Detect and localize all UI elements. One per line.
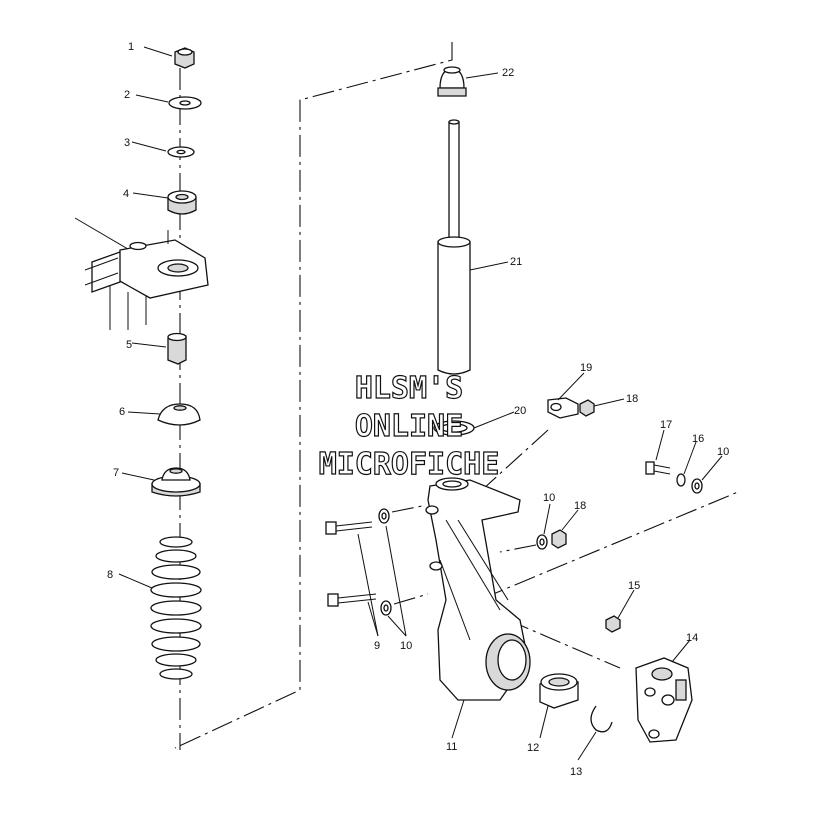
watermark: HLSM'S ONLINE MICROFICHE [318,370,500,482]
nut-part-1 [174,47,195,69]
callout-22: 22 [502,67,514,79]
callout-7: 7 [113,467,119,479]
upper-mount-bracket [74,217,209,330]
lockwasher-part-16 [676,473,686,487]
callout-6: 6 [119,406,125,418]
callout-4: 4 [123,188,129,200]
watermark-line-1: HLSM'S [355,371,463,406]
assembly-line-hub [507,619,621,669]
callout-10-right: 10 [717,446,729,458]
nut-part-18-upper [579,399,595,417]
spring-seat-part-7 [151,467,201,497]
assembly-line-clamp [481,429,549,491]
callout-5: 5 [126,339,132,351]
callout-16: 16 [692,433,704,445]
washer-part-10-right [536,534,548,550]
callout-10-left: 10 [400,640,412,652]
nut-part-18-lower [551,529,567,549]
assembly-line-brake [449,491,739,613]
washer-part-10-lower [380,600,392,616]
washer-part-3 [167,146,195,158]
leader-lines [118,46,723,761]
callout-18-lower: 18 [574,500,586,512]
watermark-line-2: ONLINE [355,409,463,444]
callout-18-upper: 18 [626,393,638,405]
callout-21: 21 [510,256,522,268]
callout-3: 3 [124,137,130,149]
callout-11: 11 [446,741,457,753]
watermark-line-3: MICROFICHE [319,447,500,482]
callout-9: 9 [374,640,380,652]
callout-2: 2 [124,89,130,101]
circlip-part-13 [590,705,613,733]
callout-12: 12 [527,742,539,754]
clamp-part-19 [547,397,579,419]
bolt-part-9-upper [325,521,373,535]
nut-part-5 [167,332,187,365]
bushing-part-4 [167,190,197,215]
callout-13: 13 [570,766,582,778]
dome-cup-part-6 [157,403,201,426]
callout-8: 8 [107,569,113,581]
callout-17: 17 [660,419,672,431]
bolt-part-17 [645,461,671,475]
coil-spring-part-8 [150,536,202,680]
steering-knuckle-part-11 [425,477,531,701]
washer-part-10-far-right [691,478,703,494]
callout-10-middle: 10 [543,492,555,504]
assembly-line-right-nut [499,544,537,553]
ring-part-20 [433,420,475,436]
shock-absorber-part-21 [437,119,471,375]
washer-part-10-upper [378,508,390,524]
assembly-line-bolt-upper [391,505,423,513]
callout-19: 19 [580,362,592,374]
caliper-part-14 [635,657,693,743]
bump-stop-part-22 [437,66,467,97]
callout-15: 15 [628,580,640,592]
callout-14: 14 [686,632,698,644]
callout-20: 20 [514,405,526,417]
bearing-part-12 [539,673,579,709]
bleeder-part-15 [605,615,621,633]
callout-1: 1 [128,41,134,53]
assembly-line-strut [174,42,453,749]
washer-part-2 [168,96,202,110]
